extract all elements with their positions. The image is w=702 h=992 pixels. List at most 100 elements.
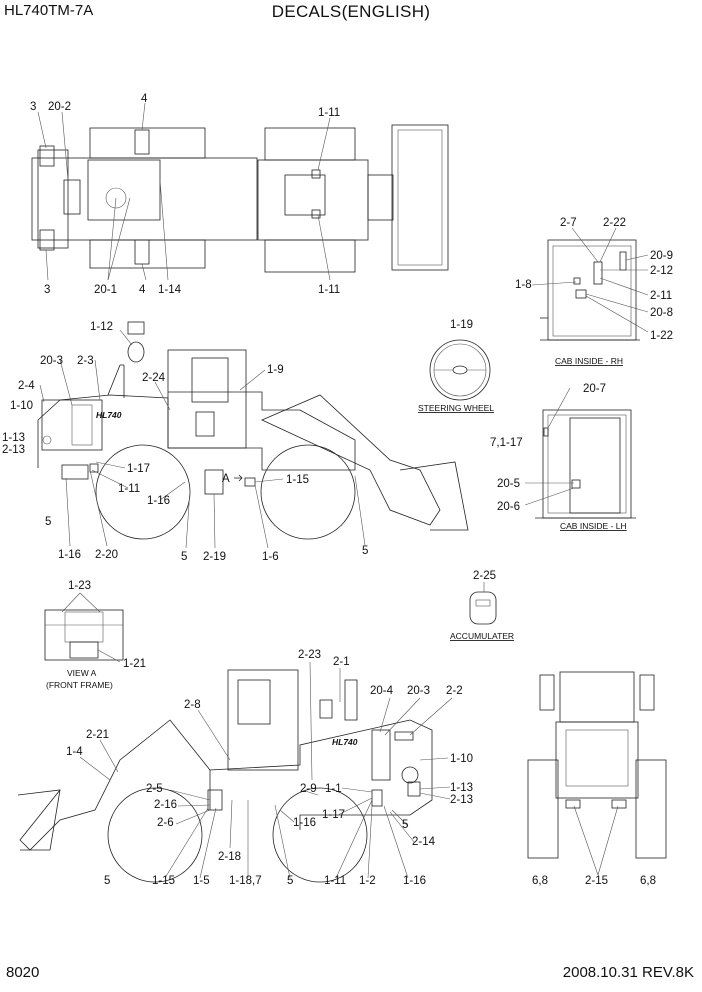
callout-label: 20-4 xyxy=(370,685,394,697)
callout-label: 20-3 xyxy=(407,685,430,697)
callout-label: 5 xyxy=(104,875,110,887)
callout-label: 2-21 xyxy=(86,729,109,741)
callout-label: 2-5 xyxy=(146,783,163,795)
callout-label: 5 xyxy=(287,875,293,887)
callout-label: 2-6 xyxy=(157,817,174,829)
view-a-subcaption: (FRONT FRAME) xyxy=(46,680,113,690)
model-number: HL740TM-7A xyxy=(4,2,94,19)
callout-label: 2-15 xyxy=(585,875,608,887)
cab-inside-rh-caption: CAB INSIDE - RH xyxy=(555,356,623,366)
rear-view xyxy=(527,671,667,859)
brand-logo-left: HL740 xyxy=(96,410,122,420)
callout-label: 2-2 xyxy=(446,685,463,697)
callout-label: 5 xyxy=(45,516,51,528)
callout-label: 1-4 xyxy=(66,746,83,758)
callout-label: 1-21 xyxy=(123,658,146,670)
page-number: 8020 xyxy=(6,964,40,981)
callout-label: 2-12 xyxy=(650,265,673,277)
callout-labels: 3 20-2 4 1-11 3 20-1 4 1-14 1-11 2-7 2-2… xyxy=(2,93,673,887)
callout-label: 5 xyxy=(362,545,368,557)
callout-label: 2-11 xyxy=(650,290,672,302)
callout-label: 1-11 xyxy=(318,284,340,296)
callout-label: 1-17 xyxy=(127,463,150,475)
callout-label: 5 xyxy=(402,819,408,831)
callout-label: 6,8 xyxy=(532,875,548,887)
callout-label: 1-11 xyxy=(324,875,346,887)
callout-label: 20-8 xyxy=(650,307,673,319)
callout-label: 2-22 xyxy=(603,217,626,229)
callout-label: 1-9 xyxy=(267,364,284,376)
callout-label: 1-22 xyxy=(650,330,673,342)
callout-label: 1-23 xyxy=(68,580,91,592)
callout-label: 1-5 xyxy=(193,875,210,887)
callout-label: 1-12 xyxy=(90,321,113,333)
callout-label: 2-25 xyxy=(473,570,496,582)
callout-label: 2-13 xyxy=(450,794,473,806)
callout-label: 1-19 xyxy=(450,319,473,331)
callout-label: 2-19 xyxy=(203,551,226,563)
accumulator-caption: ACCUMULATER xyxy=(450,631,514,641)
left-side-view: HL740 A xyxy=(37,321,469,540)
top-view xyxy=(31,124,449,273)
callout-label: 1-6 xyxy=(262,551,279,563)
callout-label: 1-16 xyxy=(147,495,170,507)
callout-label: 1-10 xyxy=(10,400,33,412)
callout-label: 4 xyxy=(139,284,146,296)
callout-label: 5 xyxy=(181,551,187,563)
callout-label: 20-2 xyxy=(48,101,71,113)
callout-label: 2-9 xyxy=(300,783,317,795)
callout-label: 2-4 xyxy=(18,380,35,392)
callout-label: 1-16 xyxy=(403,875,426,887)
callout-label: 2-7 xyxy=(560,217,577,229)
callout-label: 1-16 xyxy=(293,817,316,829)
callout-label: 2-8 xyxy=(184,699,201,711)
callout-label: 1-10 xyxy=(450,753,473,765)
callout-label: 2-20 xyxy=(95,549,118,561)
callout-label: 20-5 xyxy=(497,478,520,490)
callout-label: 1-1 xyxy=(325,783,342,795)
callout-label: 2-23 xyxy=(298,649,321,661)
callout-label: 1-11 xyxy=(318,107,340,119)
callout-label: 20-6 xyxy=(497,501,520,513)
accumulator-view xyxy=(469,591,497,625)
callout-label: 20-7 xyxy=(583,383,606,395)
date-revision: 2008.10.31 REV.8K xyxy=(562,964,694,981)
callout-label: 3 xyxy=(30,101,36,113)
callout-label: 1-2 xyxy=(359,875,376,887)
callout-label: 2-1 xyxy=(333,656,350,668)
callout-label: 7,1-17 xyxy=(490,437,523,449)
view-a-marker: A xyxy=(222,473,230,485)
callout-label: 1-15 xyxy=(152,875,175,887)
callout-label: 1-16 xyxy=(58,549,81,561)
callout-label: 1-14 xyxy=(158,284,182,296)
callout-label: 2-3 xyxy=(77,355,94,367)
view-a-front-frame: VIEW A (FRONT FRAME) xyxy=(44,609,124,690)
callout-label: 1-18,7 xyxy=(229,875,262,887)
callout-label: 20-1 xyxy=(94,284,117,296)
callout-label: 2-16 xyxy=(154,799,177,811)
brand-logo-right: HL740 xyxy=(332,737,358,747)
callout-label: 3 xyxy=(44,284,50,296)
callout-label: 2-18 xyxy=(218,851,241,863)
callout-label: 2-13 xyxy=(2,444,25,456)
cab-inside-lh-caption: CAB INSIDE - LH xyxy=(560,521,627,531)
callout-label: 20-3 xyxy=(40,355,63,367)
callout-label: 6,8 xyxy=(640,875,656,887)
steering-wheel-caption: STEERING WHEEL xyxy=(418,403,494,413)
callout-label: 1-8 xyxy=(515,279,532,291)
callout-label: 1-15 xyxy=(286,474,309,486)
steering-wheel-view xyxy=(429,339,491,401)
callout-label: 2-14 xyxy=(412,836,436,848)
callout-label: 20-9 xyxy=(650,250,673,262)
leader-lines xyxy=(37,102,649,879)
callout-label: 1-13 xyxy=(2,432,25,444)
callout-label: 1-17 xyxy=(322,809,345,821)
cab-inside-lh-view xyxy=(535,409,636,519)
page-title: DECALS(ENGLISH) xyxy=(271,2,431,21)
cab-inside-rh-view xyxy=(540,239,640,341)
callout-label: 1-13 xyxy=(450,782,473,794)
callout-label: 2-24 xyxy=(142,372,166,384)
view-a-caption: VIEW A xyxy=(67,668,97,678)
callout-label: 4 xyxy=(141,93,148,105)
